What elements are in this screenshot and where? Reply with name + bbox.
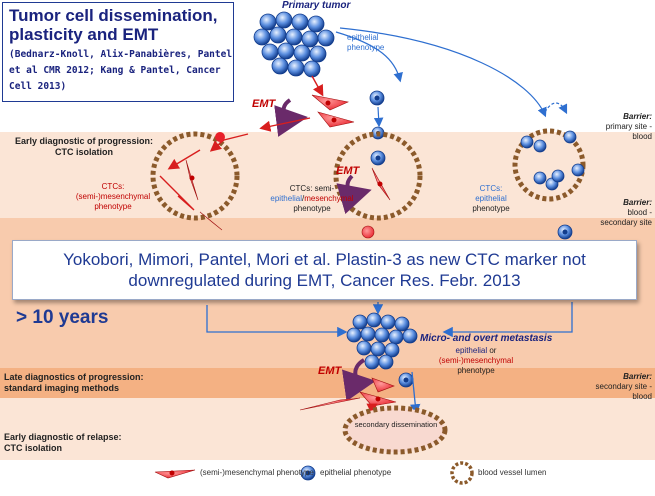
secondary-dissemination-label: secondary dissemination <box>354 420 438 429</box>
title-box: Tumor cell dissemination, plasticity and… <box>2 2 234 102</box>
reference-callout-text: Yokobori, Mimori, Pantel, Mori et al. Pl… <box>63 250 586 290</box>
band-label-early-progression: Early diagnostic of progression: CTC iso… <box>14 136 154 157</box>
band-late-progression <box>0 368 655 398</box>
emt-label-middle: EMT <box>336 165 360 177</box>
legend-mesenchymal: (semi-)mesenchymal phenotype <box>200 468 314 477</box>
vessel-right <box>512 128 586 202</box>
slide-reference: (Bednarz-Knoll, Alix-Panabières, Pantel … <box>9 49 233 92</box>
vessel-secondary <box>342 405 448 455</box>
ctc-mesenchymal-label: CTCs: (semi-)mesenchymal phenotype <box>75 182 151 211</box>
slide-title: Tumor cell dissemination, plasticity and… <box>9 6 218 44</box>
band-label-early-relapse: Early diagnostic of relapse: CTC isolati… <box>4 432 122 453</box>
metastasis-cluster <box>346 312 418 370</box>
barrier-blood-secondary: Barrier:blood - secondary site <box>600 198 652 227</box>
primary-tumor-label: Primary tumor <box>282 0 351 11</box>
legend-epithelial: epithelial phenotype <box>320 468 392 477</box>
metastasis-label: Micro- and overt metastasis <box>420 333 553 344</box>
epithelial-phenotype-label: epithelial phenotype <box>347 33 385 52</box>
emt-label-top: EMT <box>252 98 276 110</box>
emt-label-bottom: EMT <box>318 365 342 377</box>
barrier-primary: Barrier:primary site - blood <box>605 112 652 141</box>
reference-callout: Yokobori, Mimori, Pantel, Mori et al. Pl… <box>12 240 637 300</box>
band-label-late-progression: Late diagnostics of progression: standar… <box>4 372 144 393</box>
years-label: > 10 years <box>16 307 109 328</box>
band-early-relapse <box>0 398 655 460</box>
primary-tumor-cluster <box>253 11 335 78</box>
barrier-secondary-blood: Barrier:secondary site - blood <box>595 372 652 401</box>
vessel-middle <box>333 131 423 221</box>
ctc-mixed-label: CTCs: semi- epithelial/mesenchymal pheno… <box>270 184 354 213</box>
ctc-epithelial-label: CTCs: epithelial phenotype <box>472 184 510 213</box>
legend-vessel: blood vessel lumen <box>478 468 547 477</box>
metastasis-phenotype-label: epithelial or (semi-)mesenchymal phenoty… <box>438 346 514 375</box>
vessel-left <box>150 131 240 221</box>
